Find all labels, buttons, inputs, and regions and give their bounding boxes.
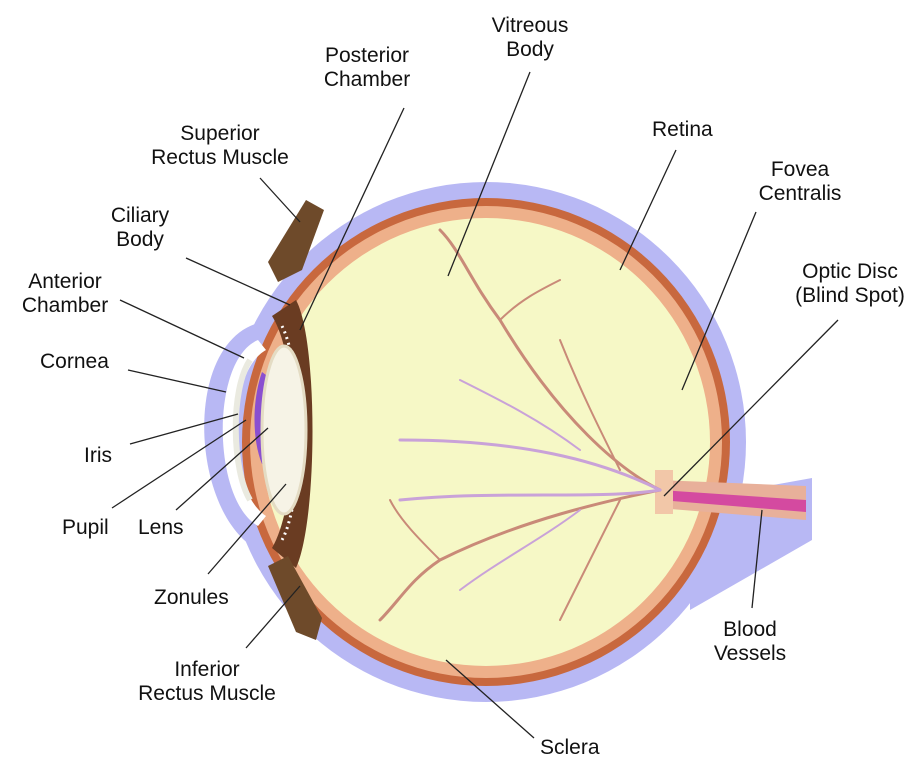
optic-disc bbox=[655, 470, 673, 514]
label-zonules: Zonules bbox=[154, 586, 229, 610]
label-retina: Retina bbox=[652, 118, 713, 142]
label-optic-disc: Optic Disc (Blind Spot) bbox=[785, 260, 915, 308]
label-ciliary-body: Ciliary Body bbox=[100, 204, 180, 252]
leader-superior-rectus bbox=[260, 178, 300, 222]
label-sclera: Sclera bbox=[540, 736, 600, 760]
vitreous-body bbox=[262, 218, 710, 666]
label-posterior-chamber: Posterior Chamber bbox=[312, 44, 422, 92]
label-anterior-chamber: Anterior Chamber bbox=[10, 270, 120, 318]
label-vitreous-body: Vitreous Body bbox=[480, 14, 580, 62]
label-superior-rectus-muscle: Superior Rectus Muscle bbox=[150, 122, 290, 170]
label-lens: Lens bbox=[138, 516, 184, 540]
label-fovea-centralis: Fovea Centralis bbox=[750, 158, 850, 206]
leader-anterior-chamber bbox=[120, 300, 244, 358]
label-iris: Iris bbox=[84, 444, 112, 468]
label-inferior-rectus-muscle: Inferior Rectus Muscle bbox=[132, 658, 282, 706]
lens bbox=[262, 346, 306, 514]
label-blood-vessels: Blood Vessels bbox=[700, 618, 800, 666]
label-pupil: Pupil bbox=[62, 516, 109, 540]
label-cornea: Cornea bbox=[40, 350, 109, 374]
